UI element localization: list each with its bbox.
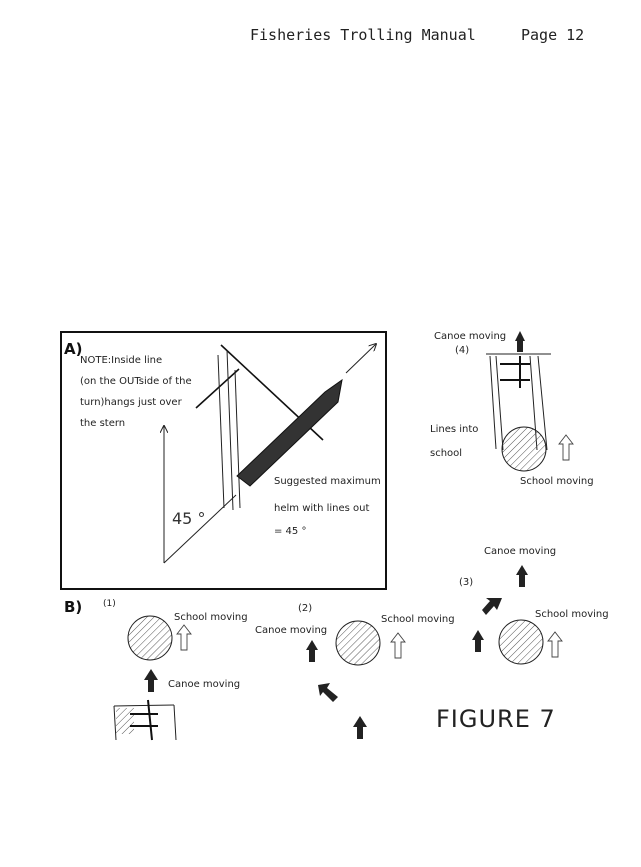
angle-diagonal-line (163, 494, 237, 564)
canoe-outline (147, 699, 153, 741)
canoe-moving-label: Canoe moving (434, 331, 507, 342)
header-title: Fisheries Trolling Manual (250, 26, 476, 44)
helm-text: Suggested maximum (274, 476, 381, 487)
canoe-outline (537, 355, 548, 451)
panel-a-frame (60, 331, 387, 590)
canoe-arrow (318, 683, 338, 702)
heading-arrow (345, 344, 376, 374)
inside-line-note: NOTE:Inside line (on the OUTside of the … (80, 350, 192, 434)
fish-school (498, 619, 544, 665)
canoe-arrow (306, 640, 318, 662)
fish-school (501, 426, 547, 472)
school-direction-arrow (558, 434, 574, 461)
figure-label: FIGURE 7 (436, 705, 556, 733)
lines-into-school-label: Lines into (430, 424, 479, 435)
canoe-outline (113, 704, 175, 707)
panel-a-label: A) (64, 340, 83, 358)
canoe (236, 378, 343, 487)
panel-b-label: B) (64, 598, 83, 616)
canoe-arrow (353, 716, 367, 739)
school-moving-label: School moving (535, 609, 609, 620)
school-direction-arrow (547, 631, 563, 658)
page-number: Page 12 (521, 26, 585, 44)
step-number: (3) (459, 577, 474, 588)
canoe-arrow (516, 565, 528, 587)
canoe-moving-label: Canoe moving (168, 679, 241, 690)
trolling-line (234, 369, 241, 509)
lines-into-school-label: school (430, 448, 463, 459)
helm-text: helm with lines out (274, 503, 370, 514)
canoe-arrow (515, 331, 525, 352)
canoe-outline (113, 705, 117, 741)
canoe-outline (173, 704, 177, 741)
canoe-outline (495, 355, 504, 451)
school-moving-label: School moving (174, 612, 248, 623)
inside-line (195, 368, 240, 409)
fish-school (335, 620, 381, 666)
step-number: (4) (455, 345, 470, 356)
note-line: turn)hangs just over (80, 397, 182, 408)
canoe-moving-label: Canoe moving (255, 625, 328, 636)
canoe-arrow (472, 630, 484, 652)
canoe-arrow (144, 669, 158, 692)
note-line: NOTE:Inside line (80, 355, 163, 366)
school-moving-label: School moving (381, 614, 455, 625)
school-direction-arrow (176, 624, 192, 651)
angle-label: 45 ° (172, 509, 206, 528)
trolling-line (217, 354, 225, 509)
step-number: (2) (298, 603, 313, 614)
note-line: (on the OUTside of the (80, 376, 192, 387)
step-number: (1) (103, 599, 116, 609)
fish-school (127, 615, 173, 661)
school-moving-label: School moving (520, 476, 594, 487)
canoe-outline (116, 708, 134, 734)
canoe-arrow (482, 598, 502, 615)
canoe-moving-label: Canoe moving (484, 546, 557, 557)
note-line: the stern (80, 418, 126, 429)
canoe-outline (489, 355, 497, 450)
school-direction-arrow (390, 632, 406, 659)
trolling-line (226, 349, 234, 511)
helm-text: = 45 ° (274, 526, 307, 537)
